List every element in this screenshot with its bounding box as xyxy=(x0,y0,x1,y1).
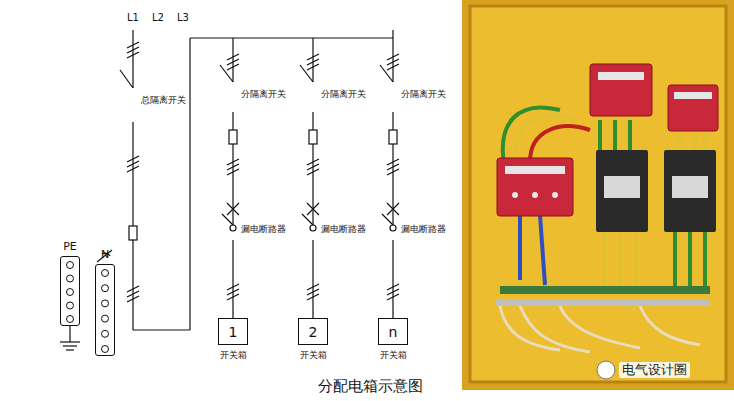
breaker-label: 漏电断路器 xyxy=(321,225,366,234)
phase-label: L3 xyxy=(177,12,189,23)
switch-box: 1开关箱 xyxy=(218,318,248,345)
terminal-bar: PE xyxy=(60,256,80,326)
terminal-hole xyxy=(102,315,109,322)
switch-label: 分隔离开关 xyxy=(241,90,286,99)
phase-label: L2 xyxy=(152,12,164,23)
box-number: n xyxy=(389,324,398,340)
terminal-hole xyxy=(67,275,74,282)
terminal-hole xyxy=(102,270,109,277)
breaker-label: 漏电断路器 xyxy=(241,225,286,234)
watermark: 电气设计圈 xyxy=(619,362,690,378)
terminal-hole xyxy=(102,330,109,337)
caption: 分配电箱示意图 xyxy=(318,378,423,395)
bar-label: PE xyxy=(63,240,77,253)
switch-label: 分隔离开关 xyxy=(321,90,366,99)
box-number: 2 xyxy=(309,324,318,340)
switch-label: 总隔离开关 xyxy=(141,96,186,105)
switch-box: 2开关箱 xyxy=(298,318,328,345)
box-number: 1 xyxy=(229,324,238,340)
box-caption: 开关箱 xyxy=(220,349,247,362)
terminal-hole xyxy=(102,346,109,353)
switch-box: n开关箱 xyxy=(378,318,408,345)
terminal-hole xyxy=(67,262,74,269)
breaker-label: 漏电断路器 xyxy=(401,225,446,234)
switch-label: 分隔离开关 xyxy=(401,90,446,99)
terminal-holes xyxy=(96,265,114,355)
terminal-hole xyxy=(67,289,74,296)
terminal-hole xyxy=(67,316,74,323)
bar-label: N xyxy=(101,248,109,261)
terminal-holes xyxy=(61,257,79,325)
terminal-hole xyxy=(102,300,109,307)
terminal-hole xyxy=(67,302,74,309)
terminal-bar: N xyxy=(95,264,115,356)
box-caption: 开关箱 xyxy=(380,349,407,362)
terminal-hole xyxy=(102,285,109,292)
phase-label: L1 xyxy=(127,12,139,23)
box-caption: 开关箱 xyxy=(300,349,327,362)
